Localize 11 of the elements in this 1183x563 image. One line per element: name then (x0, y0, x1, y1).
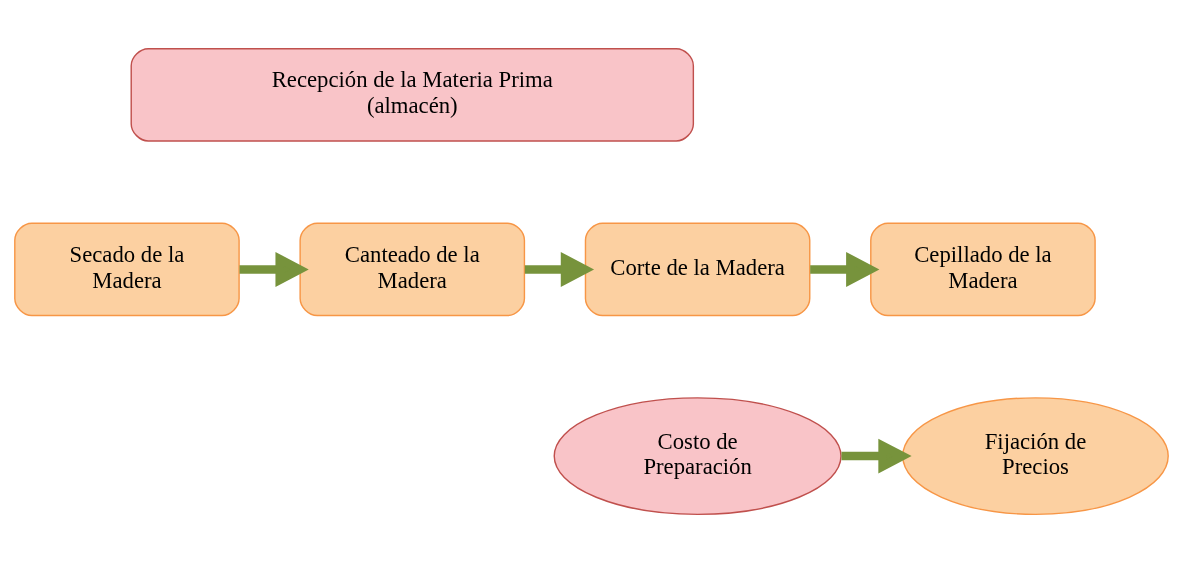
node-ellipse: Costo de Preparación (553, 397, 842, 516)
node-box: Corte de la Madera (584, 222, 811, 317)
node-box: Cepillado de la Madera (870, 222, 1096, 317)
node-box: Canteado de la Madera (299, 222, 526, 317)
arrow (841, 438, 912, 474)
arrow (239, 251, 309, 287)
node-box: Recepción de la Materia Prima (almacén) (130, 47, 695, 142)
arrow (810, 251, 880, 287)
node-box: Secado de la Madera (14, 222, 240, 317)
arrow (524, 251, 595, 287)
node-ellipse: Fijación de Precios (902, 397, 1169, 516)
